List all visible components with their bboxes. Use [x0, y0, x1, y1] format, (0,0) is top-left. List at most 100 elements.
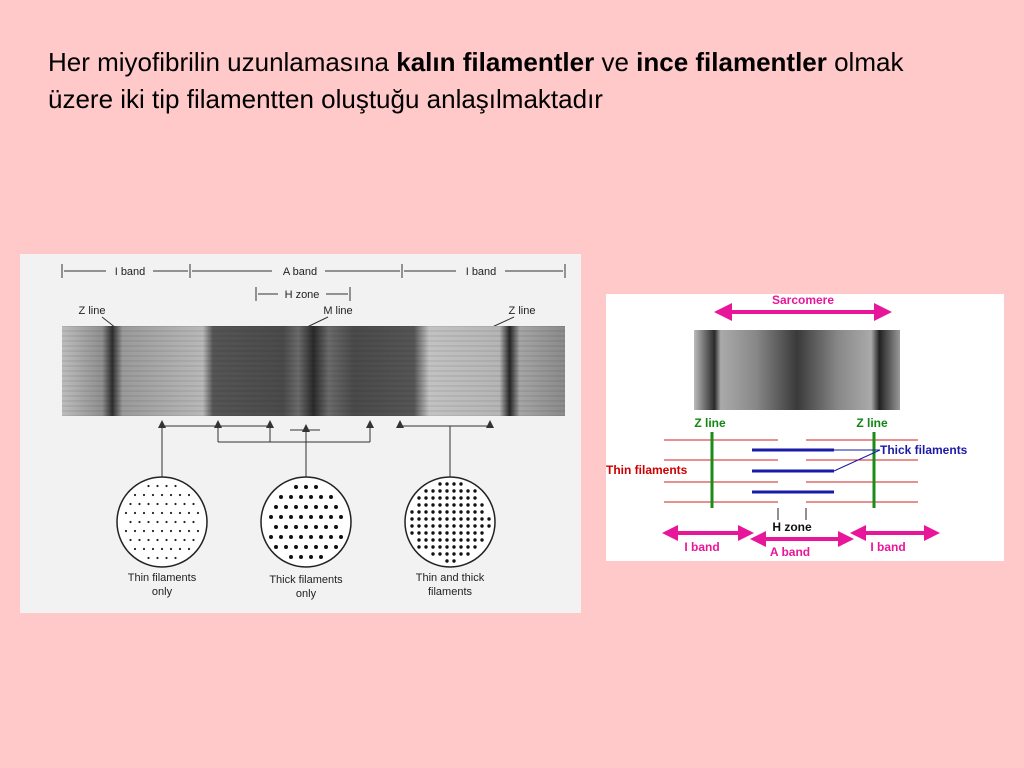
filament-dot	[178, 529, 182, 533]
filament-dot	[459, 482, 463, 486]
text-part-2: ve	[594, 47, 637, 77]
filament-dot	[445, 531, 449, 535]
filament-dot	[473, 545, 477, 549]
filament-dot	[165, 502, 168, 506]
filament-dot	[314, 545, 318, 549]
filament-dot	[289, 515, 293, 519]
filament-dot	[452, 538, 456, 542]
filament-dot	[480, 510, 484, 514]
filament-dot	[466, 538, 470, 542]
filament-dot	[452, 559, 456, 563]
filament-dot	[459, 531, 463, 535]
z-lines	[710, 432, 876, 508]
filament-dot	[334, 545, 338, 549]
filament-dot	[473, 517, 477, 521]
filament-dot	[129, 538, 132, 542]
filament-dot	[133, 511, 137, 515]
filament-dot	[133, 547, 137, 551]
cross-section-thin	[116, 476, 208, 568]
z-line-left-label: Z line	[694, 416, 726, 430]
filament-dot	[445, 545, 449, 549]
filament-dot	[424, 503, 428, 507]
filament-dot	[473, 503, 477, 507]
filament-dot	[431, 524, 435, 528]
z-line-left-label: Z line	[79, 305, 106, 317]
filament-dot	[174, 538, 177, 542]
filament-dot	[424, 496, 428, 500]
filament-dot	[417, 524, 421, 528]
filament-dot	[438, 531, 442, 535]
filament-dot	[319, 495, 323, 499]
z-line-right-label: Z line	[509, 305, 536, 317]
filament-dot	[466, 531, 470, 535]
filament-dot	[138, 538, 141, 542]
filament-dot	[160, 493, 164, 497]
filament-dot	[169, 511, 173, 515]
filament-dot	[438, 510, 442, 514]
filament-dot	[304, 505, 308, 509]
filament-dot	[147, 538, 150, 542]
filament-dot	[309, 555, 313, 559]
filament-dot	[160, 547, 164, 551]
thin-only-label-1: Thin filaments	[128, 572, 197, 584]
filament-dot	[294, 525, 298, 529]
filament-dot	[452, 552, 456, 556]
filament-dot	[431, 496, 435, 500]
filament-dot	[438, 482, 442, 486]
filament-dot	[299, 535, 303, 539]
filament-dot	[445, 538, 449, 542]
filament-dot	[410, 524, 414, 528]
filament-dot	[424, 538, 428, 542]
filament-dot	[473, 538, 477, 542]
filament-dot	[269, 515, 273, 519]
filament-dot	[431, 538, 435, 542]
filament-dot	[410, 517, 414, 521]
filament-dot	[410, 510, 414, 514]
filament-dot	[284, 505, 288, 509]
filament-dot	[319, 555, 323, 559]
filament-dot	[424, 524, 428, 528]
filament-dot	[438, 545, 442, 549]
h-zone-label: H zone	[285, 289, 320, 301]
filament-dot	[459, 524, 463, 528]
filament-dot	[438, 496, 442, 500]
filament-dot	[196, 529, 200, 533]
filament-dot	[324, 545, 328, 549]
filament-dot	[142, 529, 146, 533]
filament-dot	[284, 545, 288, 549]
filament-dot	[165, 484, 168, 488]
filament-dot	[487, 517, 491, 521]
micrograph-figure: I band A band I band H zone Z line M lin…	[20, 254, 581, 613]
filament-dot	[142, 493, 146, 497]
sarcomere-figure: Sarcomere Z line Z line	[606, 294, 1004, 561]
filament-dot	[165, 538, 168, 542]
filament-dot	[445, 510, 449, 514]
filament-dot	[156, 556, 159, 560]
filament-dot	[279, 495, 283, 499]
filament-dot	[324, 505, 328, 509]
filament-dot	[459, 517, 463, 521]
sarcomere-label: Sarcomere	[772, 294, 834, 307]
cross-section-thick	[260, 476, 352, 568]
filament-dot	[417, 545, 421, 549]
filament-dot	[138, 502, 141, 506]
filament-dot	[174, 556, 177, 560]
i-band-right-label: I band	[870, 540, 905, 554]
filament-dot	[129, 502, 132, 506]
filament-dot	[473, 524, 477, 528]
both-label-1: Thin and thick	[416, 572, 485, 584]
filament-dot	[431, 552, 435, 556]
filament-dot	[452, 531, 456, 535]
filament-dot	[174, 520, 177, 524]
filament-dot	[156, 484, 159, 488]
filament-dot	[319, 535, 323, 539]
filament-dot	[329, 535, 333, 539]
filament-dot	[445, 559, 449, 563]
thin-filament-dots	[124, 484, 200, 560]
filament-dot	[424, 510, 428, 514]
filament-dot	[279, 515, 283, 519]
filament-dot	[417, 538, 421, 542]
filament-dot	[304, 545, 308, 549]
micrograph-striations	[62, 326, 565, 416]
bold-thin-filaments: ince filamentler	[636, 47, 827, 77]
